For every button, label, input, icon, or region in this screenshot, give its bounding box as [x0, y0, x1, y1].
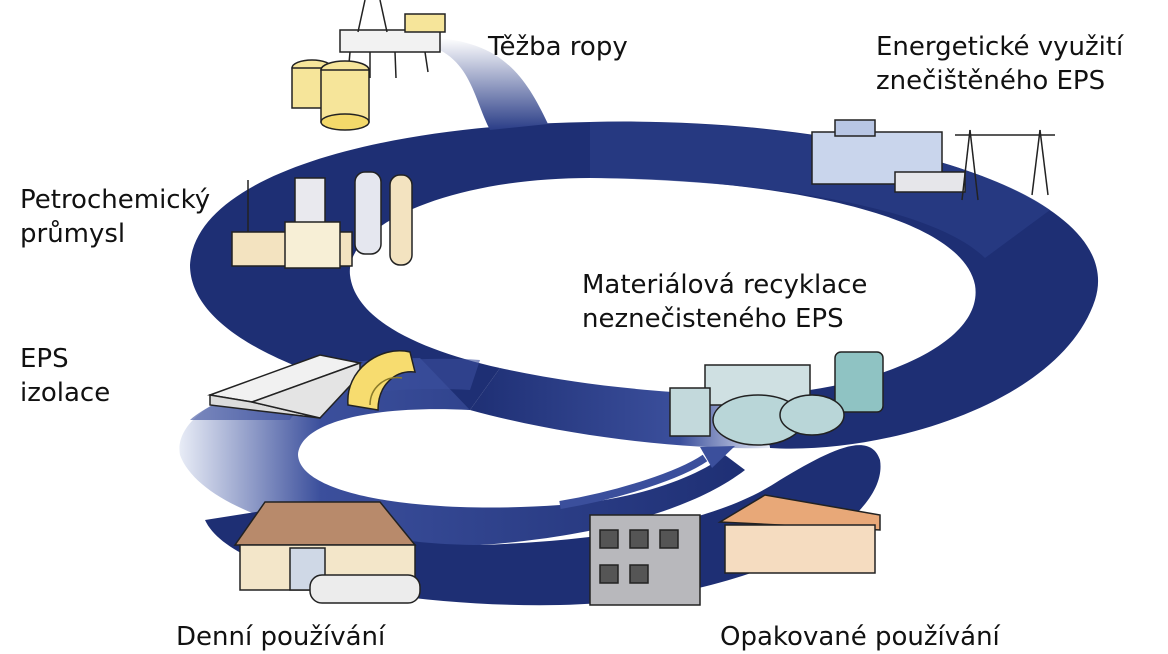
label-petrochemical: Petrochemický průmysl — [20, 185, 211, 249]
recycling-plant-icon — [669, 351, 884, 446]
eps-lifecycle-diagram — [179, 0, 1099, 606]
label-energy-recovery: Energetické využití znečištěného EPS — [876, 32, 1124, 96]
label-material-recycling: Materiálová recyklace neznečisteného EPS — [582, 270, 868, 334]
house-icon — [233, 501, 421, 604]
label-daily-use: Denní používání — [176, 622, 386, 652]
label-oil-extraction: Těžba ropy — [488, 32, 628, 62]
recycling-arrowhead — [700, 446, 735, 468]
energy-plant-icon — [811, 119, 1055, 201]
recycling-arrow — [559, 454, 708, 509]
oil-inflow-ribbon — [400, 38, 548, 130]
buildings-icon — [589, 494, 881, 606]
label-eps-insulation: EPS izolace — [20, 344, 111, 408]
petrochemical-plant-icon — [231, 171, 413, 269]
eps-insulation-icon — [207, 350, 416, 419]
oil-rig-icon — [291, 0, 446, 131]
label-repeated-use: Opakované používání — [720, 622, 1000, 652]
